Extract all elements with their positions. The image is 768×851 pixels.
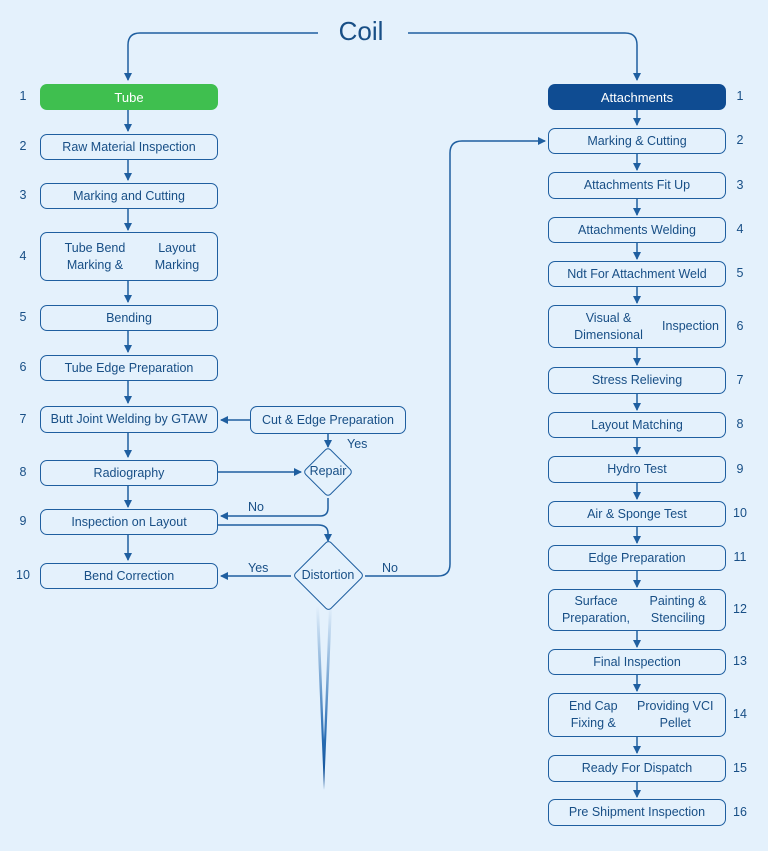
attachments-step-stress-relieving: Stress Relieving [548, 367, 726, 394]
step-number: 5 [736, 266, 744, 280]
tube-step-marking-and-cutting: Marking and Cutting [40, 183, 218, 209]
step-label-line: Bending [106, 310, 152, 325]
step-label-line: Raw Material Inspection [62, 139, 196, 154]
attachments-step-surface-preparation-painting-stenciling: Surface Preparation, Painting & Stencilin… [548, 589, 726, 631]
step-label-line: Visual & Dimensional [574, 310, 643, 342]
cut-edge-preparation-box: Cut & Edge Preparation [250, 406, 406, 434]
repair-no-label: No [248, 500, 264, 514]
step-label-line: Surface Preparation, [561, 594, 631, 625]
repair-label: Repair [309, 464, 347, 478]
step-label-line: Attachments Welding [578, 222, 696, 237]
step-label-line: Butt Joint Welding by GTAW [50, 412, 208, 426]
step-label-line: Marking and Cutting [73, 188, 185, 203]
distortion-label: Distortion [301, 568, 355, 582]
step-number: 11 [733, 550, 747, 564]
step-label-line: Layout Marking [154, 240, 200, 272]
step-number: 4 [736, 222, 744, 236]
distortion-spike [316, 606, 332, 790]
attachments-step-pre-shipment-inspection: Pre Shipment Inspection [548, 799, 726, 826]
step-number: 7 [736, 372, 744, 387]
step-number: 4 [19, 248, 27, 263]
step-label-line: Stress Relieving [591, 373, 683, 387]
step-label-line: Tube Bend Marking & [64, 240, 126, 272]
attachments-step-end-cap-fixing-providing-vci-pellet: End Cap Fixing & Providing VCI Pellet [548, 693, 726, 737]
step-label-line: Ndt For Attachment Weld [567, 266, 707, 281]
attachments-step-visual-dimensional-inspection: Visual & Dimensional Inspection [548, 305, 726, 348]
step-number: 9 [736, 461, 744, 476]
attachments-step-final-inspection: Final Inspection [548, 649, 726, 675]
cut-edge-preparation-label: Cut & Edge Preparation [261, 412, 395, 427]
attachments-step-attachments: Attachments [548, 84, 726, 110]
step-label-line: Providing VCI Pellet [637, 699, 714, 730]
step-label-line: End Cap Fixing & [568, 699, 618, 730]
step-number: 14 [733, 707, 747, 721]
step-number: 3 [736, 177, 744, 192]
tube-step-tube-bend-marking-layout-marking: Tube Bend Marking & Layout Marking [40, 232, 218, 281]
step-number: 1 [736, 89, 744, 103]
step-label-line: Layout Matching [591, 417, 683, 432]
step-label-line: Bend Correction [83, 568, 175, 583]
step-label-line: Painting & Stenciling [649, 594, 707, 625]
step-number: 10 [16, 568, 30, 582]
attachments-step-ndt-for-attachment-weld: Ndt For Attachment Weld [548, 261, 726, 287]
step-label-line: Inspection [662, 319, 719, 333]
step-label-line: Inspection on Layout [71, 514, 187, 529]
step-label-line: Ready For Dispatch [581, 761, 693, 775]
attachments-step-attachments-welding: Attachments Welding [548, 217, 726, 243]
step-number: 7 [19, 411, 27, 426]
step-number: 12 [733, 602, 747, 616]
step-label-line: Tube Edge Preparation [64, 360, 194, 375]
step-label-line: Attachments [600, 89, 674, 105]
tube-step-raw-material-inspection: Raw Material Inspection [40, 134, 218, 160]
step-label-line: Marking & Cutting [587, 133, 687, 148]
attachments-step-ready-for-dispatch: Ready For Dispatch [548, 755, 726, 782]
attachments-step-edge-preparation: Edge Preparation [548, 545, 726, 571]
tube-step-inspection-on-layout: Inspection on Layout [40, 509, 218, 535]
step-label-line: Radiography [93, 465, 165, 480]
step-number: 10 [733, 506, 747, 520]
step-number: 15 [733, 760, 747, 775]
tube-step-radiography: Radiography [40, 460, 218, 486]
step-number: 2 [19, 139, 27, 153]
step-number: 9 [19, 514, 27, 528]
attachments-step-attachments-fit-up: Attachments Fit Up [548, 172, 726, 199]
step-label-line: Final Inspection [593, 654, 681, 669]
step-number: 3 [19, 188, 27, 202]
page-title: Coil [338, 16, 384, 46]
step-number: 6 [736, 318, 744, 333]
attachments-step-hydro-test: Hydro Test [548, 456, 726, 483]
tube-step-bending: Bending [40, 305, 218, 331]
distortion-yes-label: Yes [248, 561, 269, 575]
tube-step-bend-correction: Bend Correction [40, 563, 218, 589]
repair-yes-label: Yes [347, 437, 368, 451]
step-label-line: Hydro Test [607, 462, 667, 476]
step-number: 6 [19, 360, 27, 374]
step-label-line: Attachments Fit Up [583, 178, 691, 192]
step-number: 8 [19, 465, 27, 479]
step-number: 5 [19, 310, 27, 324]
step-number: 2 [736, 133, 744, 147]
attachments-step-air-sponge-test: Air & Sponge Test [548, 501, 726, 527]
step-label-line: Tube [114, 89, 144, 105]
attachments-step-marking-cutting: Marking & Cutting [548, 128, 726, 154]
step-number: 16 [733, 804, 747, 819]
attachments-step-layout-matching: Layout Matching [548, 412, 726, 438]
tube-step-tube-edge-preparation: Tube Edge Preparation [40, 355, 218, 381]
tube-step-butt-joint-welding-by-gtaw: Butt Joint Welding by GTAW [40, 406, 218, 433]
distortion-no-label: No [382, 561, 398, 575]
tube-step-tube: Tube [40, 84, 218, 110]
step-number: 8 [736, 417, 744, 431]
step-label-line: Pre Shipment Inspection [568, 805, 706, 819]
step-label-line: Air & Sponge Test [587, 506, 687, 521]
step-label-line: Edge Preparation [588, 550, 686, 565]
step-number: 13 [733, 654, 747, 668]
step-number: 1 [19, 89, 27, 103]
